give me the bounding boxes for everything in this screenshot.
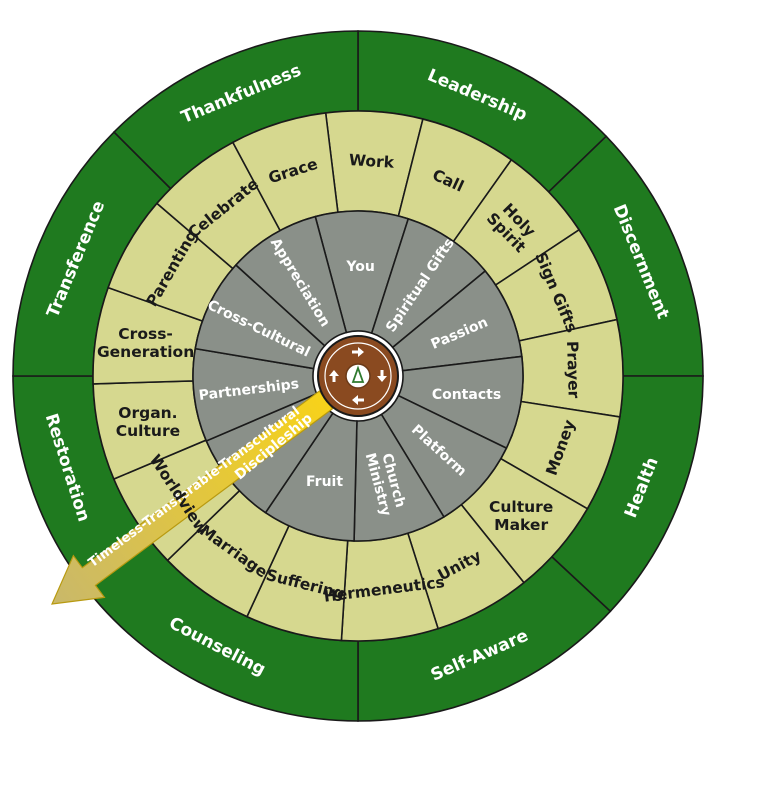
inner-ring-label: Contacts <box>432 387 501 403</box>
middle-ring-label-line: Culture <box>116 422 180 440</box>
compass-needle <box>351 365 365 383</box>
inner-ring-label-line: Fruit <box>306 474 343 490</box>
middle-ring-label: Cross-Generation <box>97 325 194 361</box>
hub <box>317 335 399 417</box>
middle-ring-label-line: Organ. <box>118 404 177 422</box>
middle-ring-label-line: Maker <box>494 516 548 534</box>
middle-ring-label-line: Cross- <box>118 325 173 343</box>
inner-ring-label-line: Contacts <box>432 387 501 403</box>
middle-ring-label-line: Prayer <box>563 341 583 399</box>
inner-ring-label: Fruit <box>306 474 343 490</box>
arrow-right-icon <box>352 347 364 357</box>
arrow-up-icon <box>329 370 339 382</box>
middle-ring-label: Prayer <box>563 341 583 399</box>
middle-ring-label: Organ.Culture <box>116 404 180 440</box>
inner-ring-label-line: You <box>345 259 374 275</box>
hub-inner-ring <box>324 342 392 410</box>
middle-ring-label-line: Culture <box>489 498 553 516</box>
arrow-shape <box>51 390 334 605</box>
arrow-left-icon <box>352 395 364 405</box>
middle-ring-label-line: Work <box>348 151 395 172</box>
outer-ring <box>12 30 704 722</box>
inner-ring-label: You <box>345 259 374 275</box>
arrow-down-icon <box>377 370 387 382</box>
middle-ring-label-line: Generation <box>97 343 194 361</box>
middle-ring-label: Work <box>348 151 395 172</box>
compass-icon <box>345 363 371 389</box>
inner-ring-segment <box>234 215 348 347</box>
